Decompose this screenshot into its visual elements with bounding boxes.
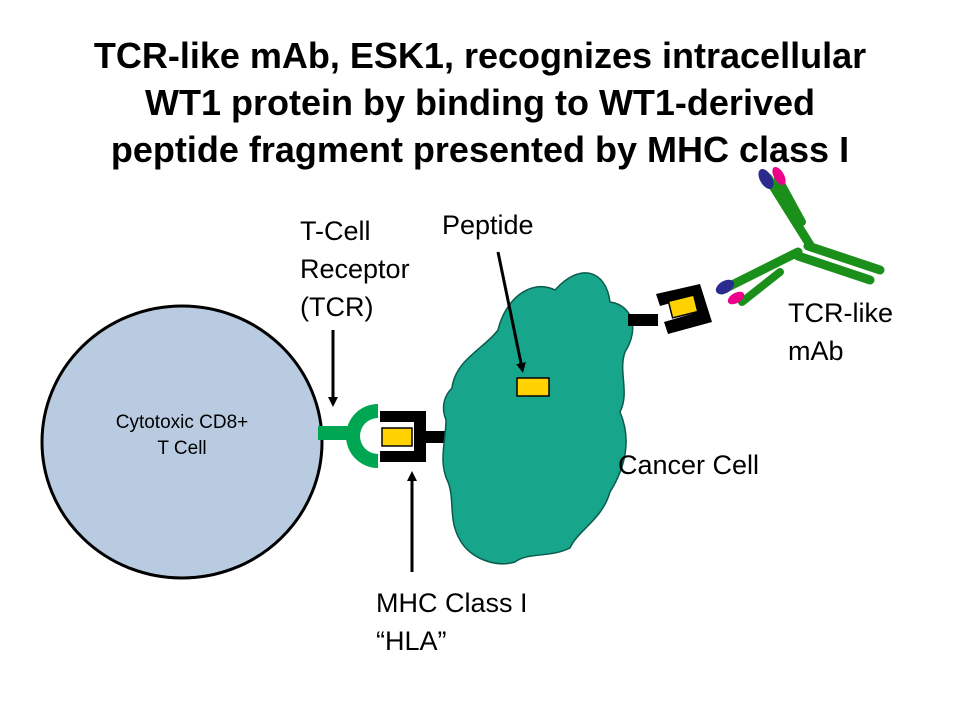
peptide-arrow [496, 251, 526, 373]
tcr-label-line: T-Cell [300, 216, 371, 246]
surface-peptide [667, 294, 699, 319]
tcr-label-line: (TCR) [300, 292, 374, 322]
t-cell-label: Cytotoxic CD8+ T Cell [82, 410, 282, 462]
tcr-label: T-Cell Receptor (TCR) [300, 212, 410, 326]
cancer-cell [442, 272, 634, 565]
peptide-label: Peptide [442, 210, 534, 240]
cancer-cell-label: Cancer Cell [618, 450, 760, 480]
surface-mhc-class-i [656, 284, 712, 334]
title-line: peptide fragment presented by MHC class … [110, 129, 850, 170]
mhc-label: MHC Class I “HLA” [376, 584, 528, 660]
tcr-like-mab [715, 166, 885, 306]
surface-mhc-stalk [628, 314, 658, 326]
tcr-label-line: Receptor [300, 254, 410, 284]
mab-label-line: TCR-like [788, 298, 893, 328]
title-line: TCR-like mAb, ESK1, recognizes intracell… [93, 35, 867, 76]
mhc-label-line: “HLA” [376, 626, 447, 656]
title-line: WT1 protein by binding to WT1-derived [145, 82, 815, 123]
mab-label: TCR-like mAb [788, 294, 893, 370]
t-cell-receptor [346, 404, 378, 468]
internal-peptide [516, 377, 550, 397]
t-cell-label-line: Cytotoxic CD8+ [115, 412, 249, 433]
mab-label-line: mAb [788, 336, 844, 366]
mhc-label-line: MHC Class I [376, 588, 528, 618]
t-cell [40, 304, 324, 580]
mhc-peptide [381, 427, 413, 447]
t-cell-label-line: T Cell [157, 438, 207, 459]
mhc-class-i [380, 411, 426, 462]
page-title: TCR-like mAb, ESK1, recognizes intracell… [0, 32, 960, 173]
tcr-stalk [318, 426, 350, 440]
